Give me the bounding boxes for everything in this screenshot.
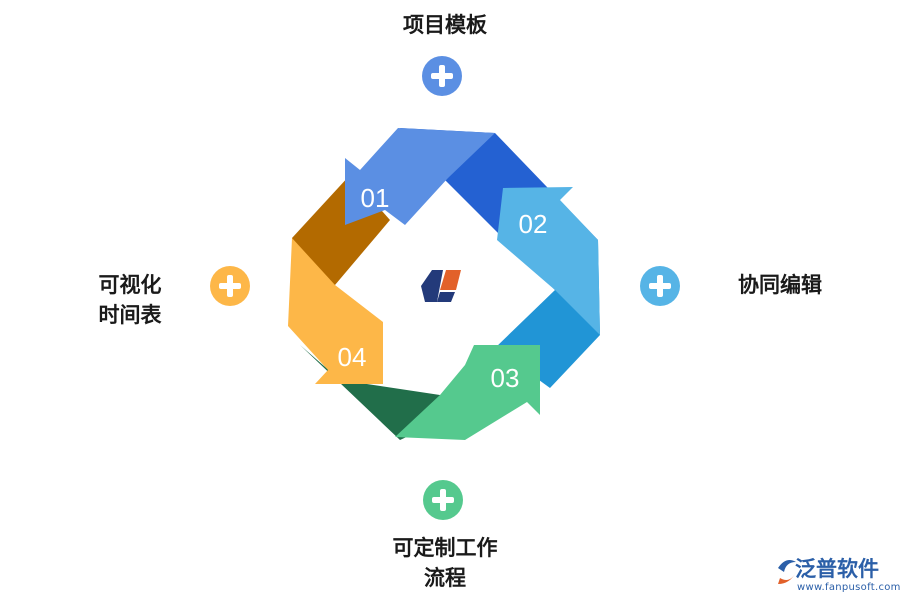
fanpu-hexagon-logo-icon: [421, 270, 461, 302]
label-visual-timeline: 可视化 时间表: [80, 270, 180, 330]
brand-url: www.fanpusoft.com: [797, 582, 900, 593]
step-number-02: 02: [519, 209, 548, 239]
arrow-04: [288, 238, 383, 384]
step-number-01: 01: [361, 183, 390, 213]
label-custom-workflow-line2: 流程: [424, 566, 466, 590]
label-custom-workflow: 可定制工作 流程: [360, 533, 530, 593]
brand-logo-icon: [778, 560, 796, 584]
arrow-01: [345, 128, 495, 225]
plus-icon-left: [210, 266, 250, 306]
label-visual-timeline-line2: 时间表: [98, 303, 162, 327]
step-number-04: 04: [338, 342, 367, 372]
arrow-02: [497, 187, 600, 335]
plus-icon-right: [640, 266, 680, 306]
brand-watermark: 泛普软件 www.fanpusoft.com: [773, 553, 900, 598]
arrow-03: [395, 345, 540, 440]
label-custom-workflow-line1: 可定制工作: [392, 536, 498, 560]
label-project-template: 项目模板: [403, 13, 487, 37]
brand-name: 泛普软件: [795, 557, 879, 581]
step-number-03: 03: [491, 363, 520, 393]
label-collaborative-editing: 协同编辑: [738, 273, 822, 297]
label-visual-timeline-line1: 可视化: [98, 273, 162, 297]
plus-icon-top: [422, 56, 462, 96]
plus-icon-bottom: [423, 480, 463, 520]
